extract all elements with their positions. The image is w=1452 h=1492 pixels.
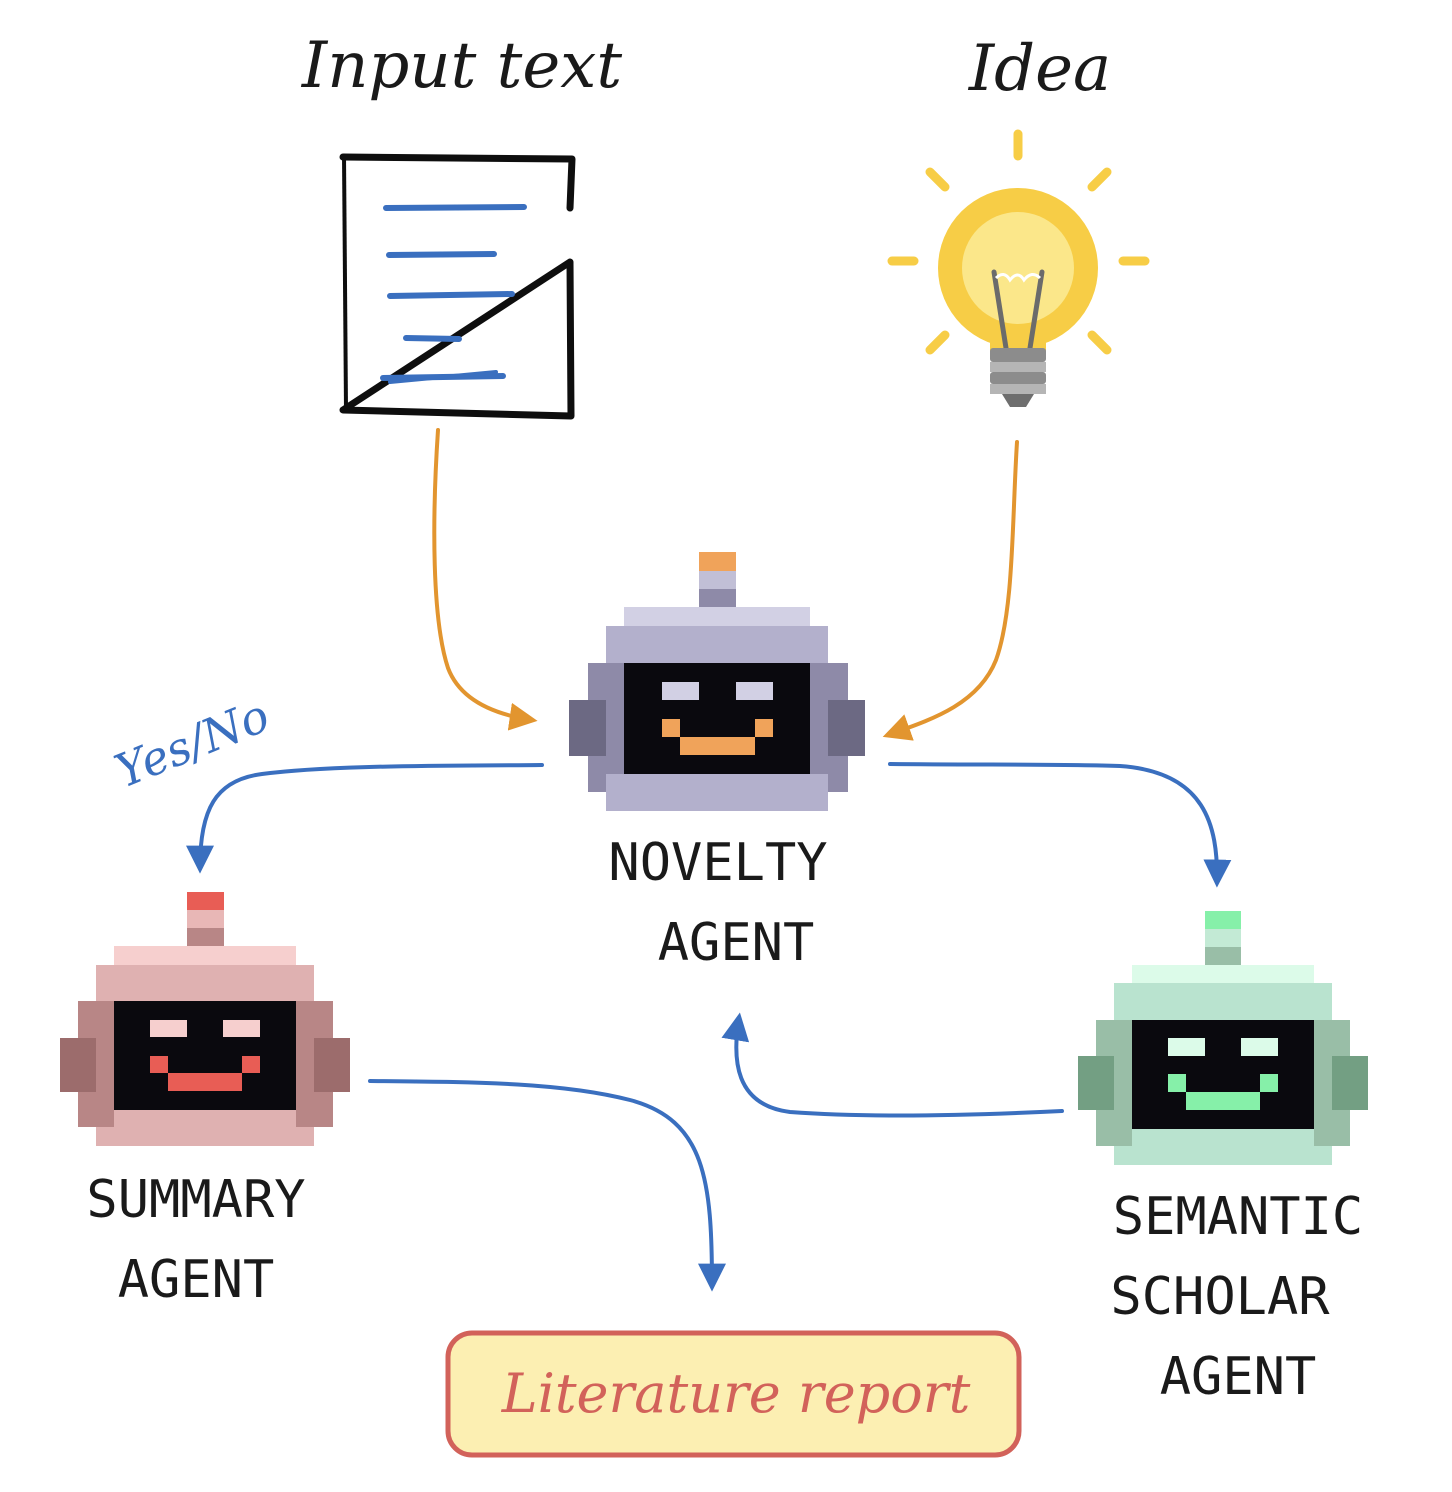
scholar-robot-icon [1078,911,1368,1165]
novelty-agent-label-2: AGENT [658,913,815,973]
lightbulb-icon [887,129,1150,407]
summary-agent-label-1: SUMMARY [86,1170,305,1230]
literature-report-label: Literature report [501,1362,971,1425]
scholar-agent-label-2: SCHOLAR [1110,1267,1330,1327]
arrow-summary-to-report [368,1079,726,1292]
arrow-input-to-novelty [432,428,538,731]
arrow-scholar-to-novelty [721,1012,1064,1118]
literature-report-box: Literature report [445,1330,1022,1458]
input-text-title: Input text [301,29,622,103]
idea-title: Idea [968,32,1111,106]
summary-robot-icon [60,892,350,1146]
novelty-robot-icon [569,552,865,811]
novelty-agent-label-1: NOVELTY [608,833,827,893]
scholar-agent-label-3: AGENT [1160,1347,1317,1407]
summary-agent-label-2: AGENT [118,1250,275,1310]
arrow-novelty-to-summary [186,763,544,874]
document-icon [339,153,576,420]
arrow-idea-to-novelty [882,440,1019,741]
scholar-agent-label-1: SEMANTIC [1113,1187,1363,1247]
yes-no-label: Yes/No [107,688,276,798]
arrow-novelty-to-scholar [888,762,1232,888]
